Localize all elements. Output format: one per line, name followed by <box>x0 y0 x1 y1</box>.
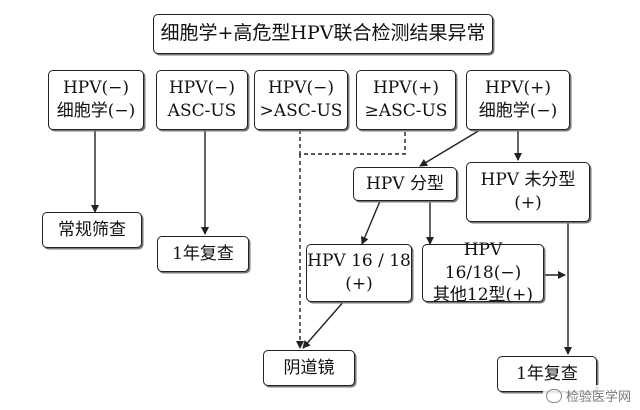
bracket-r3-r4 <box>299 130 406 155</box>
routine-screening-box: 常规筛查 <box>42 212 142 248</box>
arrow-r5-to-typing <box>419 129 481 167</box>
result-hpv-neg-cyto-neg: HPV(−) 细胞学(−) <box>48 70 144 130</box>
title-text: 细胞学+高危型HPV联合检测结果异常 <box>160 22 486 45</box>
title-box: 细胞学+高危型HPV联合检测结果异常 <box>153 14 493 54</box>
one-year-recheck-box: 1年复查 <box>157 236 249 272</box>
arrow-typing-to-1618pos <box>361 200 381 245</box>
result-hpv-neg-gt-asc-us: HPV(−) >ASC-US <box>254 70 348 130</box>
result-hpv-neg-asc-us: HPV(−) ASC-US <box>156 70 248 130</box>
result-hpv-pos-cyto-neg: HPV(+) 细胞学(−) <box>466 70 570 130</box>
hpv-typing-box: HPV 分型 <box>353 167 457 201</box>
watermark: 检验医学网 <box>542 385 634 406</box>
hpv-untyped-box: HPV 未分型 (+) <box>466 162 590 222</box>
hpv-16-18-negative-box: HPV 16/18(−) 其他12型(+) <box>422 240 544 305</box>
colposcopy-box: 阴道镜 <box>263 350 355 386</box>
result-hpv-pos-ge-asc-us: HPV(+) ≥ASC-US <box>356 70 456 130</box>
hpv-16-18-positive-box: HPV 16 / 18 (+) <box>306 244 412 302</box>
arrow-1618pos-to-colposcopy <box>302 299 346 349</box>
wechat-icon <box>545 388 562 403</box>
